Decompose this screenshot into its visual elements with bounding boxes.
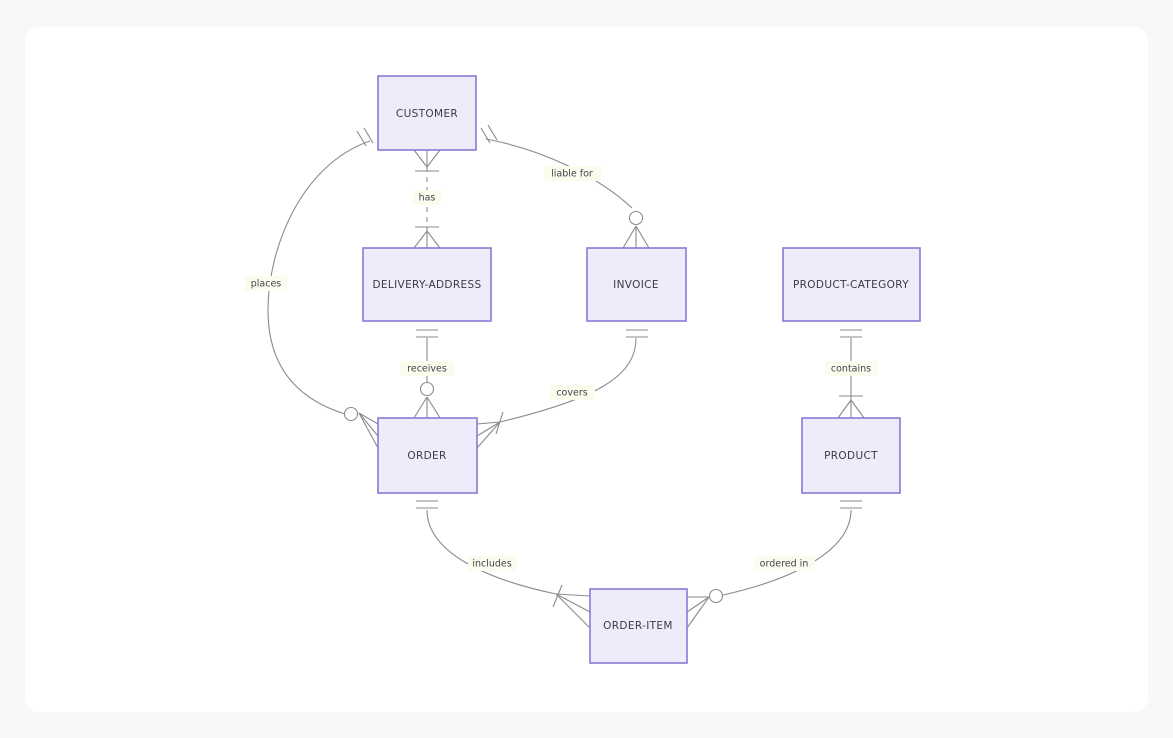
marker-places-order-zero-many [343,406,379,449]
svg-text:covers: covers [556,388,587,399]
marker-has-customer-one-many [413,149,441,172]
edges-layer [267,138,852,596]
rel-label-liable-for: liable for [544,166,601,181]
marker-includes-orderitem-one-many [552,584,591,629]
entities-layer: CUSTOMER DELIVERY-ADDRESS INVOICE PRODUC… [362,75,921,664]
relationship-labels-layer: places has liable for receives covers in… [245,166,878,571]
entity-delivery-address[interactable]: DELIVERY-ADDRESS [362,247,492,322]
markers-layer [343,124,865,629]
entity-label-delivery-address: DELIVERY-ADDRESS [372,279,481,291]
entity-product[interactable]: PRODUCT [801,417,901,494]
edge-ordered-in[interactable] [722,509,852,596]
marker-receives-address-one [416,329,438,338]
entity-label-product: PRODUCT [824,450,878,462]
rel-label-contains: contains [825,361,878,376]
entity-product-category[interactable]: PRODUCT-CATEGORY [782,247,921,322]
edge-includes[interactable] [426,509,557,595]
entity-order[interactable]: ORDER [377,417,478,494]
marker-liable-customer-one [480,124,498,144]
rel-label-has: has [413,190,441,205]
svg-text:includes: includes [472,559,511,570]
entity-label-product-category: PRODUCT-CATEGORY [793,279,909,291]
rel-label-includes: includes [468,556,517,571]
entity-label-customer: CUSTOMER [396,108,458,120]
marker-places-customer-one [356,127,374,147]
entity-order-item[interactable]: ORDER-ITEM [589,588,688,664]
entity-label-order-item: ORDER-ITEM [603,620,673,632]
rel-label-receives: receives [400,361,455,376]
svg-text:liable for: liable for [551,169,593,180]
edge-places[interactable] [267,140,371,415]
marker-orderedin-product-one [840,500,862,509]
svg-text:has: has [419,193,436,204]
entity-label-invoice: INVOICE [613,279,659,291]
marker-covers-order-one-many [476,411,504,449]
marker-covers-invoice-one [626,329,648,338]
entity-label-order: ORDER [407,450,446,462]
svg-text:places: places [251,279,282,290]
edge-covers[interactable] [499,337,637,423]
marker-includes-order-one [416,500,438,509]
marker-liable-invoice-zero-many [622,210,650,249]
svg-text:contains: contains [831,364,871,375]
marker-contains-category-one [840,329,862,338]
svg-text:receives: receives [407,364,447,375]
marker-contains-product-one-many [837,395,865,419]
rel-label-ordered-in: ordered in [754,556,815,571]
diagram-card [25,27,1148,712]
entity-invoice[interactable]: INVOICE [586,247,687,322]
marker-receives-order-zero-many [413,381,441,419]
entity-customer[interactable]: CUSTOMER [377,75,477,151]
marker-has-address-one-many [413,226,441,249]
rel-label-places: places [245,276,287,291]
svg-text:ordered in: ordered in [760,559,809,570]
marker-orderedin-orderitem-zero-many [686,588,724,629]
rel-label-covers: covers [549,385,595,400]
